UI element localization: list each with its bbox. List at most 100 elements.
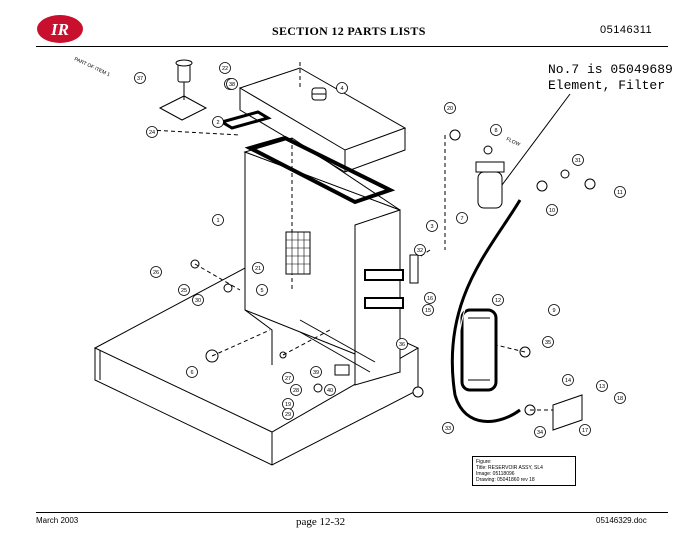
sight-gauge	[409, 254, 419, 284]
callout-number: 16	[427, 296, 433, 302]
section-title: SECTION 12 PARTS LISTS	[272, 24, 426, 38]
callout-number: 20	[447, 106, 453, 112]
note-line-2: Element, Filter	[548, 78, 666, 93]
callout-number: 28	[293, 388, 299, 394]
note-line-1: No.7 is 05049689	[548, 62, 673, 77]
callout-number: 6	[190, 370, 193, 376]
callout-balloon	[546, 204, 558, 216]
callout-number: 31	[575, 158, 581, 164]
callout-number: 33	[445, 426, 451, 432]
callout-number: 38	[229, 82, 235, 88]
callout-balloon	[186, 366, 198, 378]
callout-number: 14	[565, 378, 571, 384]
callout-balloon	[414, 244, 426, 256]
callout-number: 30	[195, 298, 201, 304]
callout-balloon	[212, 214, 224, 226]
callout-balloon	[542, 336, 554, 348]
callout-balloon	[310, 366, 322, 378]
callout-balloon	[614, 186, 626, 198]
callout-number: 3	[430, 224, 433, 230]
figure-label: Figure:	[476, 459, 492, 465]
footer-date: March 2003	[36, 516, 79, 525]
callout-balloon	[579, 424, 591, 436]
callout-balloon	[572, 154, 584, 166]
callout-number: 40	[327, 388, 333, 394]
callout-number: 19	[285, 402, 291, 408]
callout-balloon	[290, 384, 302, 396]
callout-balloon	[282, 408, 294, 420]
callout-number: 18	[617, 396, 623, 402]
callout-number: 37	[137, 76, 143, 82]
callout-number: 2	[216, 120, 219, 126]
callout-number: 8	[494, 128, 497, 134]
callout-balloon	[178, 284, 190, 296]
header-rule	[36, 46, 668, 47]
callout-number: 39	[313, 370, 319, 376]
callout-number: 32	[417, 248, 423, 254]
callout-number: 34	[537, 430, 543, 436]
callout-number: 36	[399, 342, 405, 348]
callout-number: 22	[222, 66, 228, 72]
part-of-item-label: PART OF ITEM 1	[73, 56, 111, 78]
callout-number: 29	[285, 412, 291, 418]
flow-label: FLOW	[505, 136, 521, 148]
logo-text: IR	[50, 20, 69, 39]
callout-number: 12	[495, 298, 501, 304]
hose	[450, 199, 522, 423]
callout-number: 5	[260, 288, 263, 294]
callout-balloon	[490, 124, 502, 136]
part-note: No.7 is 05049689 Element, Filter	[548, 62, 673, 94]
callout-balloon	[444, 102, 456, 114]
title-block: Figure: Title: RESERVOIR ASSY, SL4 Image…	[472, 456, 576, 486]
footer-file: 05146329.doc	[596, 516, 647, 525]
callout-number: 10	[549, 208, 555, 214]
image-line: Image: 05118096	[476, 471, 515, 477]
heat-exchanger	[460, 308, 498, 392]
callout-number: 24	[149, 130, 155, 136]
callout-balloon	[256, 284, 268, 296]
callout-balloon	[396, 338, 408, 350]
callout-number: 27	[285, 376, 291, 382]
callout-balloon	[534, 426, 546, 438]
callout-number: 1	[216, 218, 219, 224]
callout-balloon	[212, 116, 224, 128]
callout-balloon	[150, 266, 162, 278]
callout-balloon	[562, 374, 574, 386]
callout-number: 15	[425, 308, 431, 314]
callout-balloon	[252, 262, 264, 274]
ir-logo: IR	[36, 14, 84, 44]
callout-balloon	[548, 304, 560, 316]
drawing-line: Drawing: 05041860 rev 18	[476, 477, 535, 483]
callout-balloon	[134, 72, 146, 84]
callout-balloon	[219, 62, 231, 74]
footer-rule	[36, 512, 668, 513]
callout-balloon	[226, 78, 238, 90]
callout-balloon	[422, 304, 434, 316]
callout-number: 21	[255, 266, 261, 272]
callout-number: 17	[582, 428, 588, 434]
callout-balloon	[146, 126, 158, 138]
callout-balloon	[492, 294, 504, 306]
callout-balloon	[324, 384, 336, 396]
callout-number: 9	[552, 308, 555, 314]
callout-number: 11	[617, 190, 623, 196]
callout-number: 25	[181, 288, 187, 294]
reservoir-cover	[238, 67, 407, 151]
callout-balloon	[442, 422, 454, 434]
callout-number: 7	[460, 216, 463, 222]
callout-balloon	[424, 292, 436, 304]
footer-page: page 12-32	[296, 516, 346, 528]
callout-balloons: 1234567891011121314151617181920212223242…	[134, 62, 626, 438]
callout-balloon	[596, 380, 608, 392]
gasket	[244, 135, 396, 205]
callout-balloon	[426, 220, 438, 232]
callout-balloon	[456, 212, 468, 224]
callout-balloon	[336, 82, 348, 94]
callout-number: 35	[545, 340, 551, 346]
callout-number: 26	[153, 270, 159, 276]
callout-balloon	[614, 392, 626, 404]
callout-number: 13	[599, 384, 605, 390]
document-number: 05146311	[600, 24, 653, 36]
